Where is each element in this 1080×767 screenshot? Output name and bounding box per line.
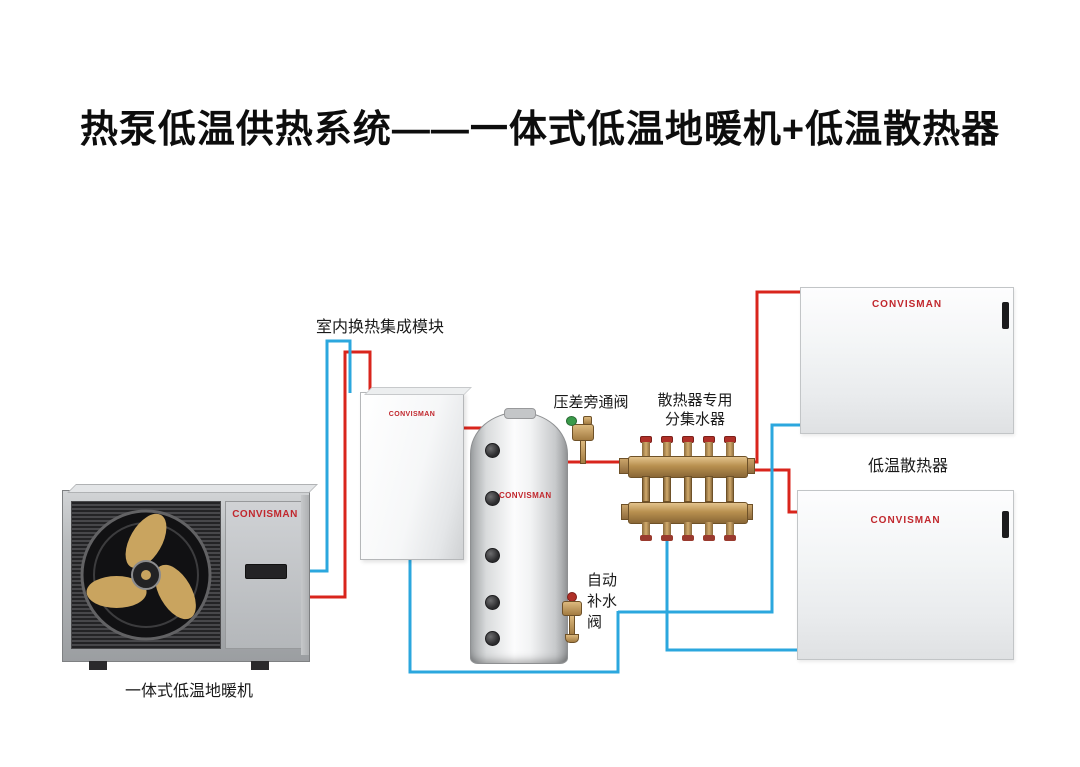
pipe-supply-manifold-to-radiator1 [736,290,803,464]
manifold-riser [642,476,650,502]
manifold-stub [684,522,692,536]
valve-body [572,424,594,441]
manifold-riser [663,476,671,502]
manifold-port [642,442,650,456]
heat-pump-foot [251,661,269,670]
manifold-port [705,442,713,456]
auto-fill-valve [558,592,588,650]
tank-port [485,443,500,458]
heat-pump-top-face [67,484,318,493]
pressure-bypass-valve [566,414,600,464]
heat-pump-edge [301,495,309,655]
valve-stem [569,615,575,635]
manifold-stub [663,522,671,536]
brand-logo: CONVISMAN [232,509,298,520]
pipe-return-radiator2-to-manifold [665,530,797,652]
manifold [619,436,755,544]
heat-pump-grille [71,501,221,649]
buffer-tank: CONVISMAN [470,408,568,664]
heat-pump-foot [89,661,107,670]
valve-nut [583,416,592,425]
heat-pump-unit: CONVISMAN [62,484,318,670]
label-indoor-module: 室内换热集成模块 [315,319,444,336]
manifold-stub-cap [724,535,736,541]
tank-port [485,491,500,506]
tank-port [485,631,500,646]
heat-pump-display [245,564,287,579]
manifold-riser [705,476,713,502]
brand-logo: CONVISMAN [870,515,941,526]
manifold-riser [726,476,734,502]
indoor-module-top-face [364,387,472,395]
brand-logo: CONVISMAN [388,411,436,418]
label-radiator: 低温散热器 [867,458,948,475]
valve-stem [580,440,586,464]
manifold-riser [684,476,692,502]
brand-logo: CONVISMAN [499,491,552,500]
valve-cap [566,416,577,426]
manifold-port [663,442,671,456]
manifold-stub-cap [661,535,673,541]
label-bypass-valve: 压差旁通阀 [553,394,629,411]
pipe-return-module-to-heatpump [308,339,352,573]
radiator-2: CONVISMAN [797,490,1014,660]
manifold-supply-bar [628,456,748,478]
label-auto-fill-valve: 自动 补水 阀 [587,572,618,631]
radiator-1: CONVISMAN [800,287,1014,434]
manifold-stub-cap [703,535,715,541]
heat-pump-side-panel: CONVISMAN [225,501,305,649]
tank-port [485,595,500,610]
manifold-stub-cap [682,535,694,541]
label-manifold-line1: 散热器专用 [657,392,733,409]
brand-logo: CONVISMAN [871,299,943,310]
pipe-return-bottom-loop-to-module [408,558,620,674]
pipe-supply-heatpump-to-module [308,350,372,599]
label-manifold-line2: 分集水器 [664,410,725,428]
manifold-port [684,442,692,456]
pipe-return-radiator1 [618,423,802,614]
radiator-valve-control [1002,511,1009,538]
label-manifold: 散热器专用 分集水器 [640,392,750,430]
valve-body [562,601,582,616]
page-title: 热泵低温供热系统——一体式低温地暖机+低温散热器 [79,109,1001,151]
pipe-supply-manifold-to-radiator2 [736,468,800,514]
radiator-valve-control [1002,302,1009,329]
tank-top-cap [504,408,536,419]
manifold-stub [705,522,713,536]
valve-bell [565,634,579,643]
manifold-stub-cap [640,535,652,541]
label-heat-pump: 一体式低温地暖机 [124,683,253,700]
manifold-return-bar [628,502,748,524]
manifold-stub [642,522,650,536]
fan-icon [80,509,212,641]
tank-port [485,548,500,563]
manifold-stub [726,522,734,536]
indoor-module: CONVISMAN [360,387,472,560]
manifold-port [726,442,734,456]
